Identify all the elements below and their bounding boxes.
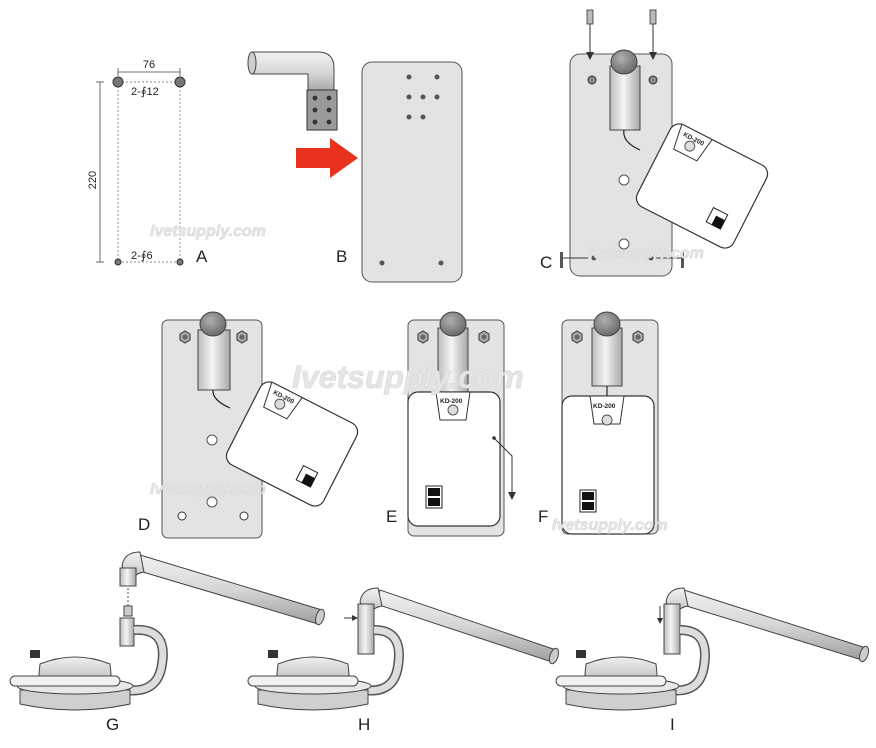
mounting-bracket xyxy=(306,89,338,131)
bottom-right-hole xyxy=(176,258,184,266)
label-g: G xyxy=(106,715,119,734)
label-f: F xyxy=(538,507,548,526)
panel-i: I xyxy=(555,587,870,734)
watermark: Ivetsupply.com xyxy=(292,359,524,395)
nozzle xyxy=(439,311,467,337)
label-c: C xyxy=(540,253,552,272)
direction-arrow-icon xyxy=(296,138,358,178)
bottom-holes-spec: 2-∮6 xyxy=(131,250,153,262)
mounting-plate xyxy=(361,61,463,283)
nozzle xyxy=(610,49,638,75)
panel-e: KD-200 E xyxy=(386,311,516,537)
panel-h: H xyxy=(247,587,560,734)
device-label: KD-200 xyxy=(593,403,616,410)
label-e: E xyxy=(386,507,397,526)
label-d: D xyxy=(138,515,150,534)
top-holes-spec: 2-∮12 xyxy=(131,86,159,98)
watermark: Ivetsupply.com xyxy=(150,223,266,240)
device-label: KD-200 xyxy=(440,398,463,405)
height-dimension: 220 xyxy=(87,171,99,189)
tilted-device: KD-200 xyxy=(225,381,359,507)
panel-b: B xyxy=(247,51,463,283)
top-left-hole xyxy=(112,76,124,88)
panel-d: KD-200 D xyxy=(138,311,359,539)
nozzle xyxy=(199,311,227,337)
label-h: H xyxy=(358,715,370,734)
elbow-pipe xyxy=(251,51,335,95)
label-i: I xyxy=(670,715,675,734)
top-right-hole xyxy=(174,76,186,88)
tilted-device: KD-200 xyxy=(635,123,769,249)
panel-f: KD-200 F xyxy=(538,311,659,535)
watermark: Ivetsupply.com xyxy=(588,245,704,262)
panel-c: KD-200 C xyxy=(540,9,769,277)
panel-g: G xyxy=(9,551,325,734)
label-a: A xyxy=(196,247,208,266)
watermark: Ivetsupply.com xyxy=(150,481,266,498)
label-b: B xyxy=(336,247,347,266)
nozzle xyxy=(593,311,621,337)
slide-down-arrow-icon xyxy=(508,492,516,500)
panel-a: 76 220 2-∮12 2-∮6 A xyxy=(87,59,208,266)
watermark: Ivetsupply.com xyxy=(552,517,668,534)
width-dimension: 76 xyxy=(143,59,155,71)
bottom-left-hole xyxy=(114,258,122,266)
